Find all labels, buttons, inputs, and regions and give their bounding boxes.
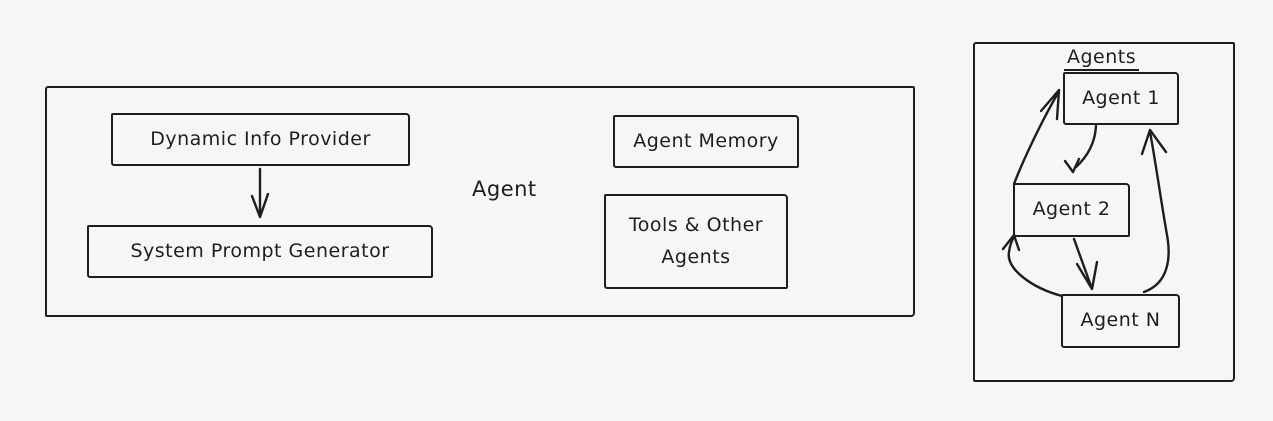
agent-n-label: Agent N bbox=[1080, 309, 1161, 332]
dynamic-info-provider-box: Dynamic Info Provider bbox=[111, 113, 410, 166]
agent-1-box: Agent 1 bbox=[1063, 72, 1179, 125]
system-prompt-generator-box: System Prompt Generator bbox=[87, 225, 433, 278]
agent-group-box bbox=[45, 86, 915, 317]
agent-2-label: Agent 2 bbox=[1032, 198, 1111, 221]
tools-other-agents-label: Tools & Other Agents bbox=[628, 214, 764, 268]
agent-1-label: Agent 1 bbox=[1082, 86, 1160, 109]
agent-memory-label: Agent Memory bbox=[633, 129, 779, 152]
tools-other-agents-box: Tools & Other Agents bbox=[604, 194, 788, 289]
agent-n-box: Agent N bbox=[1061, 294, 1180, 348]
agent-group-label: Agent bbox=[472, 177, 537, 201]
system-prompt-generator-label: System Prompt Generator bbox=[130, 239, 390, 262]
agents-group-box bbox=[973, 42, 1235, 382]
agents-group-title: Agents bbox=[1064, 46, 1140, 71]
agent-memory-box: Agent Memory bbox=[613, 115, 799, 168]
dynamic-info-provider-label: Dynamic Info Provider bbox=[150, 127, 371, 150]
agent-2-box: Agent 2 bbox=[1013, 183, 1130, 237]
